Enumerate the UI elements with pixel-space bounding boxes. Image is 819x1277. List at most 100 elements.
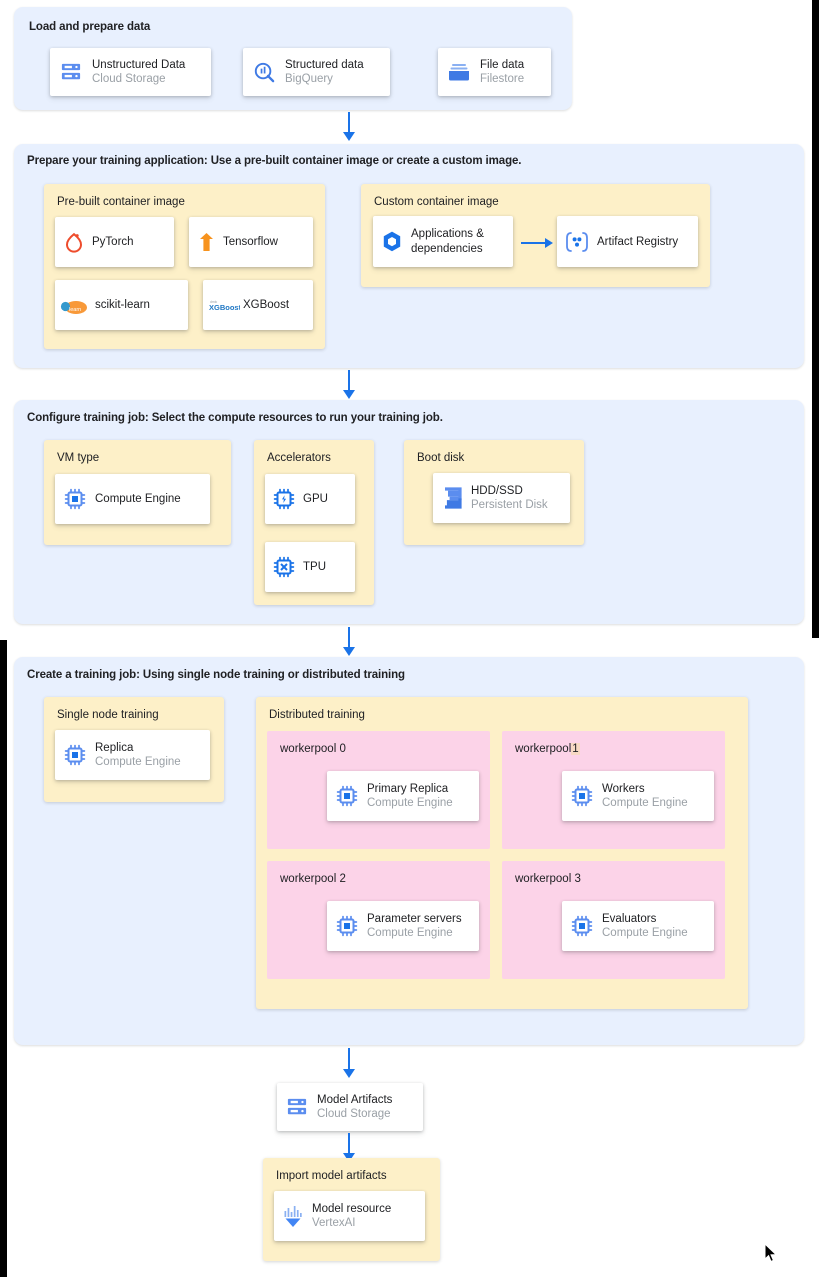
cloud-storage-icon xyxy=(277,1097,317,1117)
card-workers[interactable]: Workers Compute Engine xyxy=(562,771,714,821)
compute-engine-icon xyxy=(55,743,95,767)
card-pytorch[interactable]: PyTorch xyxy=(55,217,174,267)
card-hdd-ssd[interactable]: HDD/SSD Persistent Disk xyxy=(433,473,570,523)
card-structured-data[interactable]: Structured data BigQuery xyxy=(243,48,390,96)
group-distributed-training: Distributed training workerpool 0 xyxy=(256,697,748,1009)
card-compute-engine[interactable]: Compute Engine xyxy=(55,474,210,524)
card-artifact-registry[interactable]: Artifact Registry xyxy=(557,216,698,267)
card-parameter-servers[interactable]: Parameter servers Compute Engine xyxy=(327,901,479,951)
pool-title: workerpool 3 xyxy=(515,873,581,885)
card-file-data[interactable]: File data Filestore xyxy=(438,48,551,96)
card-title: scikit-learn xyxy=(95,299,150,311)
card-subtitle: Compute Engine xyxy=(602,927,688,939)
card-tpu[interactable]: TPU xyxy=(265,542,355,592)
scikit-learn-icon: learn xyxy=(55,297,95,314)
bigquery-icon xyxy=(243,61,285,84)
cloud-storage-icon xyxy=(50,62,92,82)
svg-text:dmlc: dmlc xyxy=(210,300,217,304)
card-subtitle: Cloud Storage xyxy=(317,1108,391,1120)
card-replica[interactable]: Replica Compute Engine xyxy=(55,730,210,780)
tpu-icon xyxy=(265,555,303,579)
card-subtitle: Persistent Disk xyxy=(471,499,548,511)
group-title: Import model artifacts xyxy=(276,1170,387,1182)
card-title: Structured data xyxy=(285,59,364,71)
stage-title: Create a training job: Using single node… xyxy=(27,669,405,681)
persistent-disk-icon xyxy=(433,487,471,509)
pool-workerpool-2: workerpool 2 xyxy=(267,861,490,979)
group-title: Distributed training xyxy=(269,709,365,721)
group-custom-container-image: Custom container image Applications & de… xyxy=(361,184,710,287)
vertex-ai-model-icon xyxy=(274,1205,312,1228)
group-pre-built-container-image: Pre-built container image PyTorch Tensor… xyxy=(44,184,325,349)
pool-workerpool-3: workerpool 3 xyxy=(502,861,725,979)
card-title: Model resource xyxy=(312,1203,392,1215)
pool-label-value: 0 xyxy=(339,743,346,755)
pool-title: workerpool 2 xyxy=(280,873,346,885)
card-xgboost[interactable]: dmlc XGBoost XGBoost xyxy=(203,280,313,330)
group-title: Pre-built container image xyxy=(57,196,185,208)
right-edge-bar xyxy=(812,0,819,638)
pool-workerpool-1: workerpool1 Wor xyxy=(502,731,725,849)
card-applications-and-dependencies[interactable]: Applications & dependencies xyxy=(373,216,513,267)
compute-engine-icon xyxy=(327,914,367,938)
pool-label-prefix: workerpool xyxy=(280,743,337,755)
card-title: PyTorch xyxy=(92,236,134,248)
filestore-icon xyxy=(438,62,480,82)
card-subtitle: Compute Engine xyxy=(95,756,181,768)
gpu-icon xyxy=(265,487,303,511)
mouse-cursor xyxy=(764,1242,778,1263)
card-title: HDD/SSD xyxy=(471,485,523,497)
compute-engine-icon xyxy=(562,784,602,808)
card-evaluators[interactable]: Evaluators Compute Engine xyxy=(562,901,714,951)
stage-configure-training-job: Configure training job: Select the compu… xyxy=(14,400,804,624)
card-title: Primary Replica xyxy=(367,783,449,795)
pool-workerpool-0: workerpool 0 xyxy=(267,731,490,849)
group-title: Accelerators xyxy=(267,452,331,464)
card-title: Parameter servers xyxy=(367,913,462,925)
pool-label-prefix: workerpool xyxy=(280,873,337,885)
card-model-resource[interactable]: Model resource VertexAI xyxy=(274,1191,425,1241)
container-icon xyxy=(373,230,411,253)
tensorflow-icon xyxy=(189,231,223,253)
compute-engine-icon xyxy=(327,784,367,808)
xgboost-icon: dmlc XGBoost xyxy=(203,296,243,314)
card-title: File data xyxy=(480,59,525,71)
card-subtitle: BigQuery xyxy=(285,73,333,85)
card-scikit-learn[interactable]: learn scikit-learn xyxy=(55,280,188,330)
stage-prepare-training-application: Prepare your training application: Use a… xyxy=(14,144,804,368)
card-subtitle: VertexAI xyxy=(312,1217,356,1229)
group-single-node-training: Single node training Replica Compute Eng… xyxy=(44,697,224,802)
stage-title: Configure training job: Select the compu… xyxy=(27,412,443,424)
pool-label-value: 2 xyxy=(339,873,346,885)
pool-label-value: 3 xyxy=(574,873,581,885)
card-title: Compute Engine xyxy=(95,493,181,505)
card-primary-replica[interactable]: Primary Replica Compute Engine xyxy=(327,771,479,821)
card-title: Applications & dependencies xyxy=(411,228,484,255)
pool-label-prefix: workerpool xyxy=(515,873,572,885)
card-title: Artifact Registry xyxy=(597,235,679,248)
group-title: Single node training xyxy=(57,709,159,721)
card-title: TPU xyxy=(303,561,326,573)
pool-title: workerpool1 xyxy=(515,743,580,755)
pytorch-icon xyxy=(55,231,92,253)
card-subtitle: Compute Engine xyxy=(367,927,453,939)
card-title: Unstructured Data xyxy=(92,59,186,71)
group-vm-type: VM type Compute Engine xyxy=(44,440,231,545)
stage-title: Load and prepare data xyxy=(29,21,151,33)
card-title: Workers xyxy=(602,783,645,795)
pool-label-value-selected[interactable]: 1 xyxy=(571,743,580,755)
group-title: Boot disk xyxy=(417,452,465,464)
card-subtitle: Compute Engine xyxy=(602,797,688,809)
pool-label-prefix: workerpool xyxy=(515,743,572,755)
left-edge-bar xyxy=(0,640,7,1277)
card-title: Tensorflow xyxy=(223,236,278,248)
group-title: VM type xyxy=(57,452,100,464)
card-tensorflow[interactable]: Tensorflow xyxy=(189,217,313,267)
card-gpu[interactable]: GPU xyxy=(265,474,355,524)
card-title: Model Artifacts xyxy=(317,1094,393,1106)
group-import-model-artifacts: Import model artifacts Model resource Ve… xyxy=(263,1158,440,1261)
card-model-artifacts[interactable]: Model Artifacts Cloud Storage xyxy=(277,1083,423,1131)
card-unstructured-data[interactable]: Unstructured Data Cloud Storage xyxy=(50,48,211,96)
card-title: Replica xyxy=(95,742,134,754)
card-title: XGBoost xyxy=(243,299,290,311)
